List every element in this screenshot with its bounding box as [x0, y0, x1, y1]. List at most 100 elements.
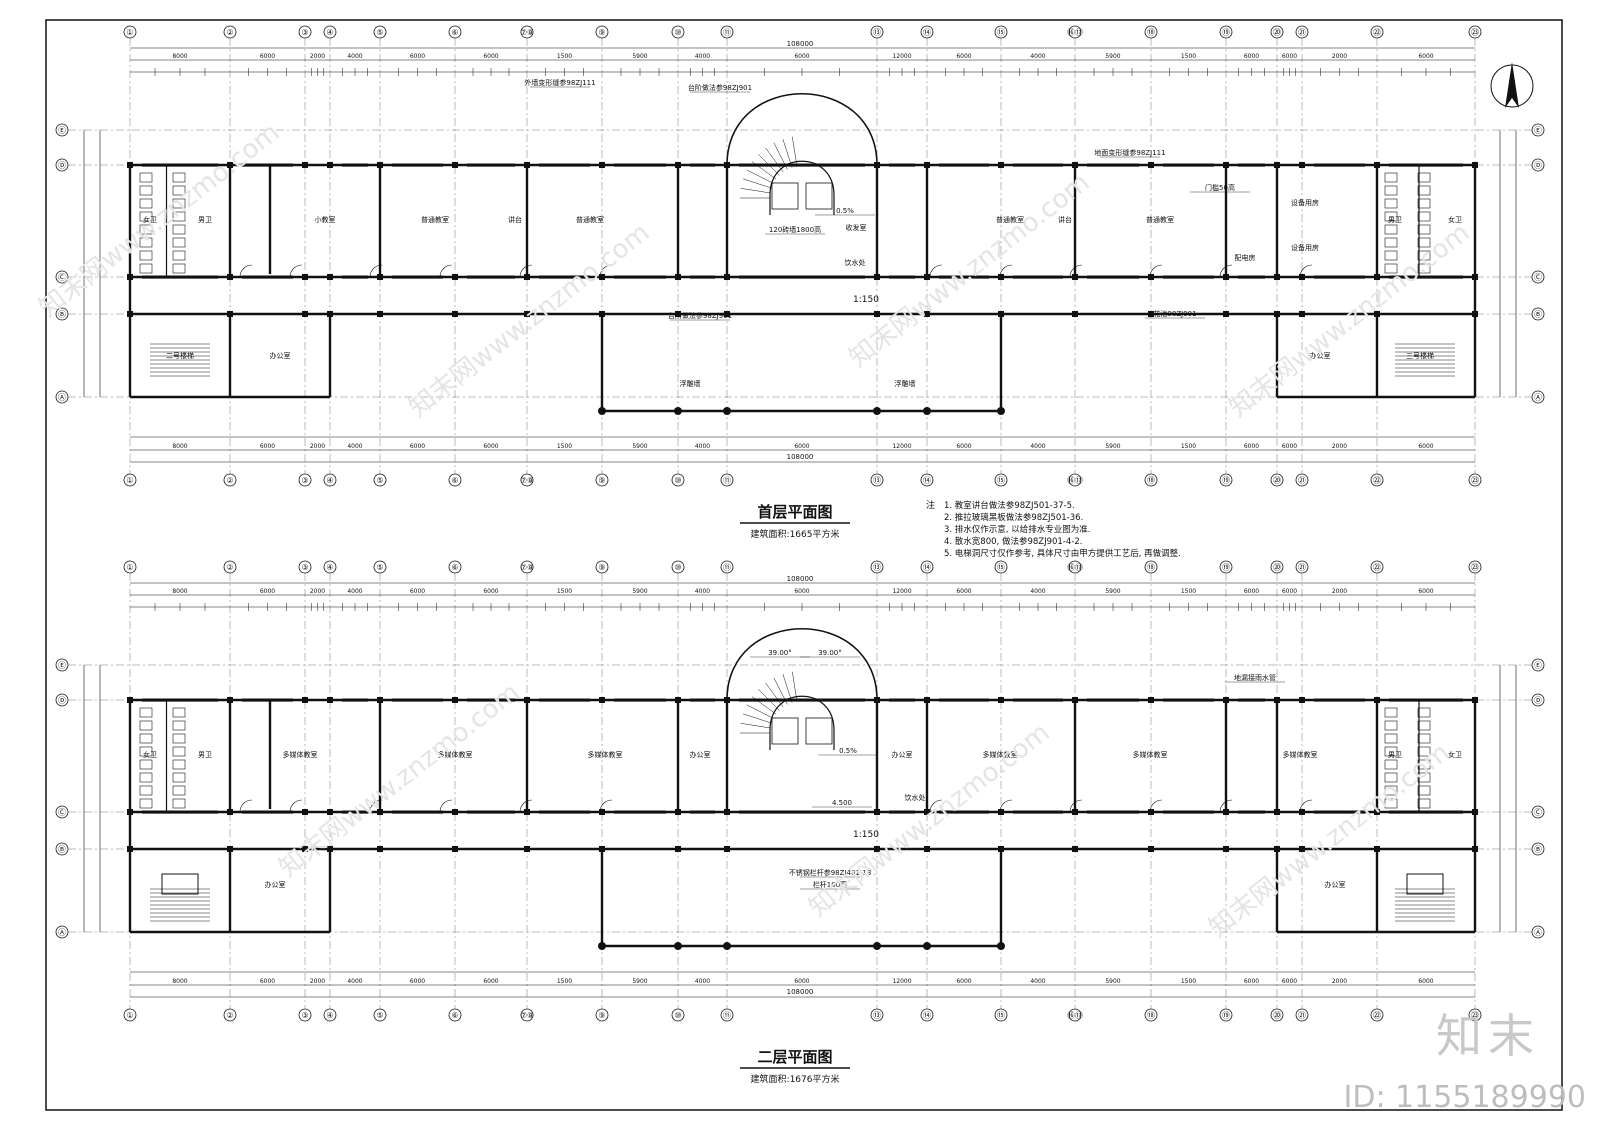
column: [452, 809, 458, 815]
column: [1072, 162, 1078, 168]
column: [1072, 311, 1078, 317]
bay-dimension: 1500: [557, 443, 572, 450]
grid-number: ⑭: [923, 1011, 931, 1020]
toilet-stall: [172, 746, 186, 757]
bay-dimension: 1500: [1181, 588, 1196, 595]
column: [998, 162, 1004, 168]
toilet-stall: [172, 785, 186, 796]
bay-dimension: 1500: [1181, 978, 1196, 985]
column: [1374, 162, 1380, 168]
room-label: 多媒体教室: [438, 750, 473, 759]
column: [1299, 162, 1305, 168]
total-dimension: 108000: [787, 575, 814, 583]
toilet-stall: [1384, 263, 1398, 274]
column: [924, 274, 930, 280]
grid-number: ⑮: [997, 476, 1005, 485]
toilet-stall: [139, 798, 153, 809]
toilet-stall: [139, 211, 153, 222]
room-label: 多媒体教室: [1283, 750, 1318, 759]
grid-number: ⑲: [1222, 28, 1230, 37]
callout-note: 不锈钢栏杆参98ZJ401-13: [789, 868, 872, 877]
round-column: [723, 942, 731, 950]
bay-dimension: 6000: [260, 588, 275, 595]
grid-number: ⑥: [451, 563, 458, 572]
room-label: 设备用房: [1291, 198, 1319, 207]
bay-dimension: 4000: [1030, 978, 1045, 985]
bay-dimension: 1500: [1181, 53, 1196, 60]
bay-dimension: 6000: [260, 978, 275, 985]
stair-tread: [773, 142, 788, 170]
column: [377, 311, 383, 317]
bay-dimension: 8000: [172, 588, 187, 595]
second-floor-plan: ①①②②③③④④⑤⑤⑥⑥⑦⑧⑦⑧⑨⑨⑩⑩⑪⑪⑬⑬⑭⑭⑮⑮⑯⑰⑯⑰⑱⑱⑲⑲⑳⑳㉑㉑…: [55, 560, 1545, 1022]
room-label: 男卫: [198, 216, 212, 224]
toilet-stall: [1417, 237, 1431, 248]
column: [1072, 274, 1078, 280]
column: [227, 274, 233, 280]
axis-letter: Ⓔ: [1534, 126, 1542, 135]
toilet-stall: [172, 172, 186, 183]
door-swing: [369, 264, 383, 278]
column: [998, 274, 1004, 280]
room-label: 女卫: [1448, 750, 1462, 759]
stair-tread: [757, 688, 780, 711]
stair-tread: [757, 153, 780, 176]
grid-number: ⑮: [997, 1011, 1005, 1020]
bay-dimension: 6000: [956, 443, 971, 450]
column: [377, 274, 383, 280]
grid-number: ㉒: [1373, 476, 1381, 485]
plan-scale: 1:150: [853, 295, 879, 305]
toilet-stall: [172, 720, 186, 731]
toilet-stall: [139, 759, 153, 770]
grid-bubble: [520, 473, 534, 487]
grid-bubble: [1219, 473, 1233, 487]
column: [302, 809, 308, 815]
axis-letter: Ⓓ: [1534, 161, 1542, 170]
stair-well: [1406, 873, 1444, 895]
room-label: 女卫: [1448, 215, 1462, 224]
grid-number: ⑯⑰: [1067, 1011, 1083, 1020]
bay-dimension: 6000: [1418, 588, 1433, 595]
grid-number: ③: [301, 28, 308, 37]
callout-note: 120砖墙1800高: [769, 225, 821, 234]
grid-number: ⑩: [674, 476, 681, 485]
axis-letter: Ⓐ: [1534, 928, 1542, 937]
bay-dimension: 6000: [794, 443, 809, 450]
sheet-border: [45, 19, 1563, 1111]
bay-dimension: 4000: [1030, 53, 1045, 60]
column: [1072, 697, 1078, 703]
callout-note: 花池98ZJ901: [1153, 309, 1196, 318]
axis-letter: Ⓑ: [1534, 845, 1542, 854]
grid-number: ⑥: [451, 28, 458, 37]
room-label: 配电房: [1235, 253, 1256, 262]
room-label: 女卫: [143, 750, 157, 759]
toilet-stall: [1417, 720, 1431, 731]
grid-number: ㉒: [1373, 1011, 1381, 1020]
round-column: [723, 407, 731, 415]
round-column: [598, 942, 606, 950]
bay-dimension: 6000: [410, 588, 425, 595]
bay-dimension: 4000: [695, 443, 710, 450]
general-notes: 注 1. 教室讲台做法参98ZJ501-37-5. 2. 推拉玻璃黑板做法参98…: [926, 499, 1181, 559]
bay-dimension: 4000: [695, 978, 710, 985]
toilet-stall: [1384, 172, 1398, 183]
column: [227, 162, 233, 168]
grid-bubble: [994, 473, 1008, 487]
toilet-stall: [1417, 746, 1431, 757]
door-swing: [369, 799, 383, 813]
toilet-stall: [1384, 237, 1398, 248]
toilet-stall: [1417, 759, 1431, 770]
door-swing: [1149, 264, 1163, 278]
toilet-stall: [172, 224, 186, 235]
column: [127, 274, 133, 280]
toilet-stall: [1384, 707, 1398, 718]
round-column: [923, 407, 931, 415]
door-swing: [1069, 264, 1083, 278]
north-arrow-icon: [1490, 62, 1534, 108]
bay-dimension: 5900: [1105, 588, 1120, 595]
column: [1148, 274, 1154, 280]
toilet-stall: [1384, 759, 1398, 770]
toilet-stall: [1417, 707, 1431, 718]
column: [1472, 846, 1478, 852]
grid-number: ⑨: [598, 476, 605, 485]
